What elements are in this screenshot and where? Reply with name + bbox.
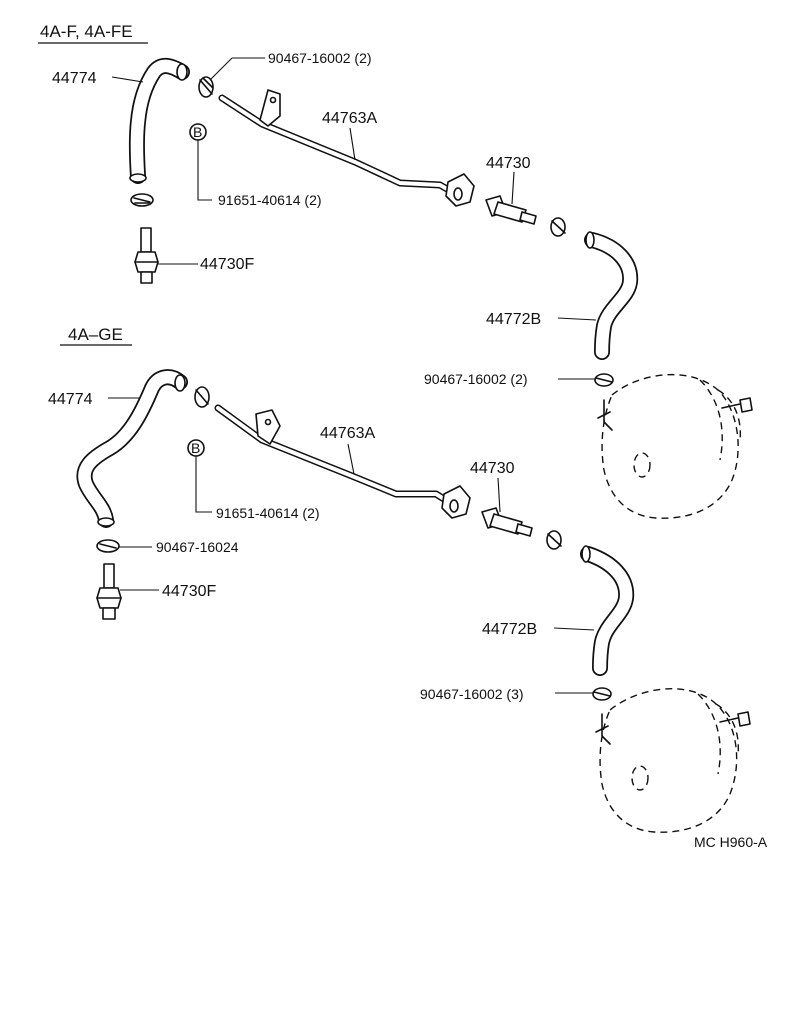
part-label-90467-16024: 90467-16024 — [156, 539, 239, 555]
vacuum-hose-icon — [580, 545, 635, 676]
part-label-44730f-ge: 44730F — [162, 583, 216, 600]
hose-clamp-icon — [194, 386, 210, 408]
hose-clamp-icon — [546, 530, 562, 550]
brake-booster-icon — [597, 373, 753, 519]
part-label-90467-16002-top: 90467-16002 (2) — [268, 50, 372, 66]
brake-booster-icon — [595, 688, 751, 833]
part-label-90467-booster-top: 90467-16002 (2) — [424, 371, 528, 387]
bolt-ref-b-top: B — [193, 124, 202, 140]
check-valve-icon — [134, 227, 159, 284]
part-label-44730f: 44730F — [200, 256, 254, 273]
section-title-1: 4A-F, 4A-FE — [40, 22, 133, 41]
figure-code: MC H960-A — [694, 834, 768, 850]
part-label-44772b-ge: 44772B — [482, 621, 537, 638]
part-label-44772b-top: 44772B — [486, 311, 541, 328]
hose-clamp-icon — [198, 76, 214, 98]
part-label-91651-top: 91651-40614 (2) — [218, 192, 322, 208]
vacuum-hose-icon — [584, 231, 639, 360]
part-label-44774: 44774 — [52, 70, 97, 87]
part-label-91651-ge: 91651-40614 (2) — [216, 505, 320, 521]
check-valve-icon — [481, 507, 533, 537]
vacuum-hose-icon — [76, 369, 188, 528]
hose-clamp-icon — [594, 373, 614, 387]
section-4a-ge: 4A–GE 44774 90467-16024 44730F — [48, 325, 751, 833]
hose-clamp-icon — [592, 687, 612, 701]
part-label-44730-top: 44730 — [486, 155, 531, 172]
section-title-2: 4A–GE — [68, 325, 123, 344]
part-label-44763a-ge: 44763A — [320, 425, 375, 442]
hose-clamp-icon — [550, 217, 566, 237]
part-label-44763a-top: 44763A — [322, 110, 377, 127]
vacuum-pipe-icon — [218, 89, 475, 207]
vacuum-pipe-icon — [214, 404, 471, 519]
part-label-90467-booster-ge: 90467-16002 (3) — [420, 686, 524, 702]
hose-clamp-icon — [96, 539, 120, 553]
hose-clamp-icon — [130, 193, 154, 207]
vacuum-hose-icon — [128, 58, 190, 184]
check-valve-icon — [485, 195, 537, 225]
bolt-ref-b-ge: B — [191, 440, 200, 456]
check-valve-icon — [96, 563, 122, 620]
part-label-44774-ge: 44774 — [48, 391, 93, 408]
section-4a-f-4a-fe: 4A-F, 4A-FE 44774 44730F — [38, 22, 753, 519]
part-label-44730-ge: 44730 — [470, 460, 515, 477]
